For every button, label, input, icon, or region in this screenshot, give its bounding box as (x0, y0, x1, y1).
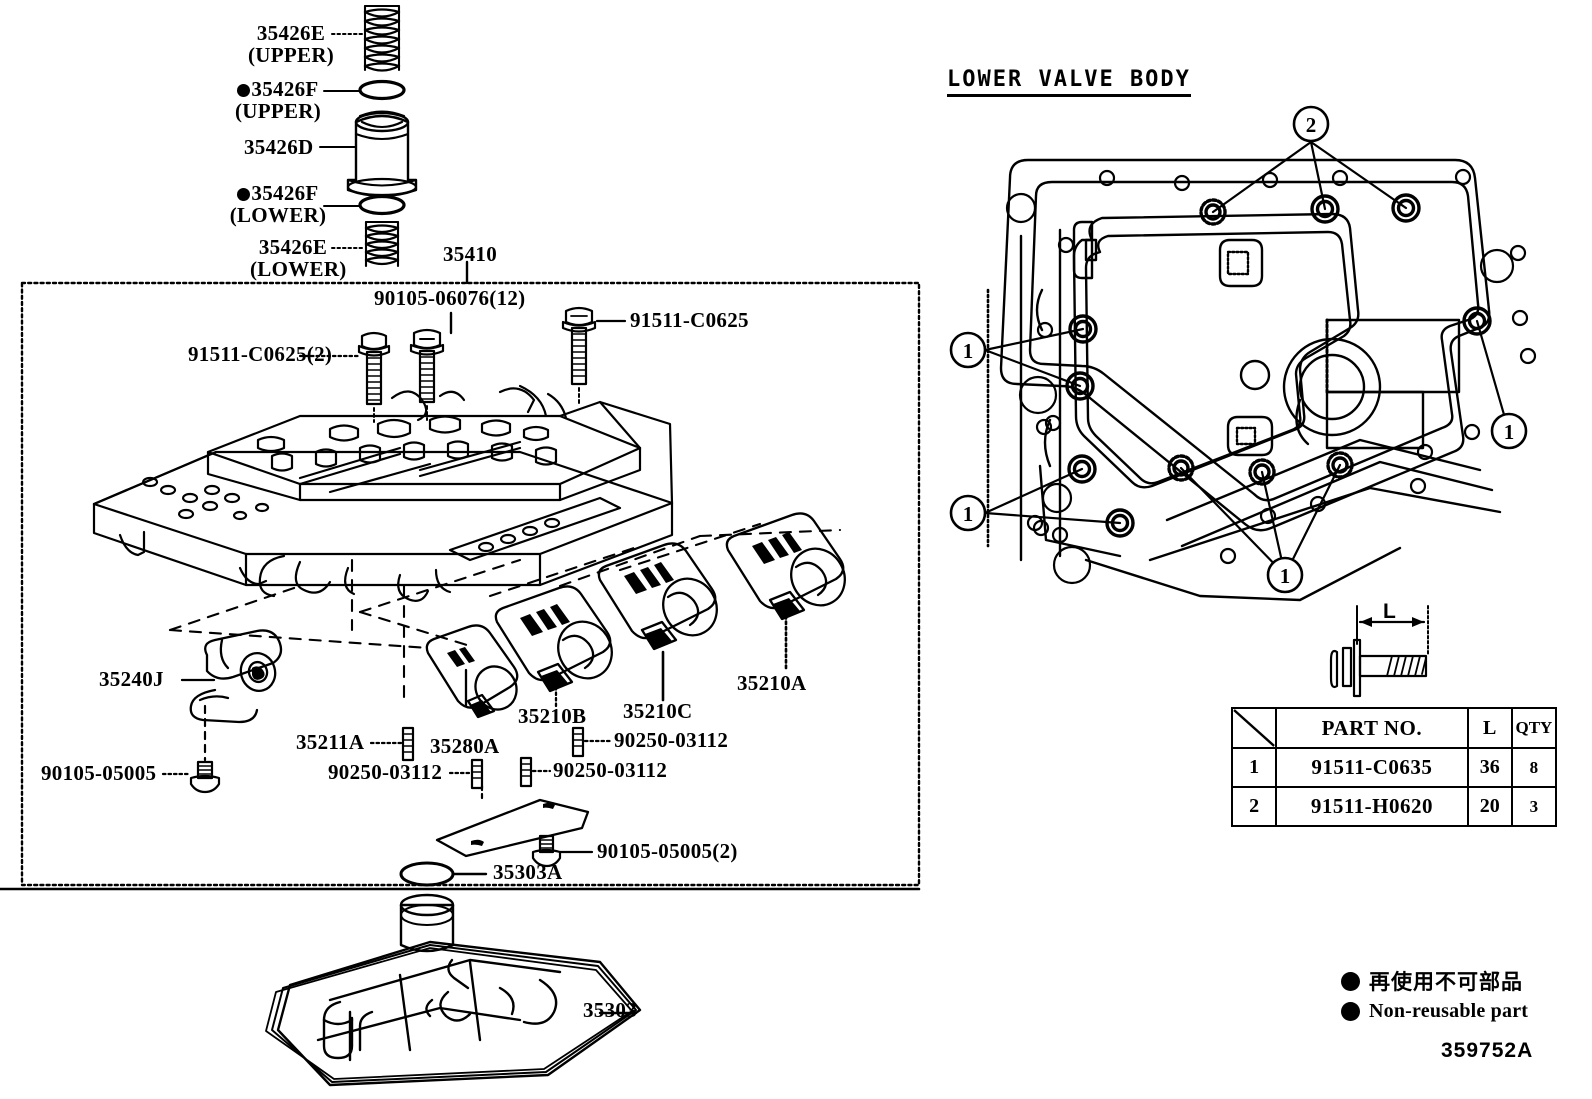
table-cell-qty-2: 3 (1510, 786, 1558, 827)
table-cell-part-no-2: 91511-H0620 (1275, 786, 1469, 827)
solenoid-35210B-icon (494, 585, 613, 693)
cover-plate-icon (435, 798, 590, 858)
legend-english-text: Non-reusable part (1369, 999, 1529, 1022)
label-35240J: 35240J (99, 667, 164, 691)
non-reusable-dot-icon-2 (237, 188, 251, 201)
diagram-id-code: 359752A (1441, 1039, 1534, 1062)
label-35410: 35410 (443, 242, 497, 266)
gasket-35303A-icon (399, 861, 455, 887)
label-90105-05005-2: 90105-05005(2) (597, 839, 738, 863)
section-title-lower-valve-body: LOWER VALVE BODY (947, 67, 1191, 97)
label-35426F-lower: 35426F (LOWER) (222, 182, 334, 226)
table-cell-index-2: 2 (1230, 786, 1278, 827)
label-35303A: 35303A (493, 860, 563, 884)
spring-lower-icon (364, 220, 400, 268)
table-header-part-no: PART NO. (1275, 707, 1469, 749)
callout-circles (949, 105, 1528, 594)
label-35426E-upper-name: 35426E (256, 21, 326, 45)
table-cell-length-1: 36 (1466, 747, 1513, 788)
explode-guides (168, 522, 842, 706)
label-35210C: 35210C (623, 699, 693, 723)
non-reusable-dot-icon-legend-en (1341, 1001, 1360, 1021)
pin-90250-03112-c-icon (470, 758, 484, 790)
label-35426E-lower-name: 35426E (258, 235, 328, 259)
label-90105-05005: 90105-05005 (41, 761, 157, 785)
label-35426E-upper-qualifier: (UPPER) (248, 43, 335, 68)
solenoid-35280A-icon (425, 624, 519, 719)
bolt-91511-C0625-icon (561, 306, 597, 405)
sleeve-icon (346, 110, 418, 198)
valve-body-assembly (92, 384, 674, 602)
label-35303: 35303 (583, 998, 637, 1022)
callout-circle-2 (1292, 105, 1330, 143)
callout-circle-1-lower-left (949, 494, 987, 532)
non-reusable-dot-icon (237, 84, 251, 97)
bolt-91511-C0625-2-icon (357, 331, 391, 423)
label-35426D-name: 35426D (244, 135, 314, 159)
label-91511-C0625: 91511-C0625 (630, 308, 749, 332)
bolt-seat-group (1065, 193, 1492, 538)
table-header-row: PART NO. L QTY (1230, 707, 1558, 749)
label-35426E-upper: 35426E (UPPER) (248, 22, 334, 66)
lower-valve-body-housing (986, 158, 1537, 602)
o-ring-upper-icon (358, 79, 406, 101)
o-ring-lower-icon (358, 194, 406, 216)
label-90105-06076: 90105-06076(12) (374, 286, 526, 310)
spring-upper-icon (363, 4, 401, 72)
label-35426F-lower-qualifier: (LOWER) (229, 203, 327, 228)
callout-1-number-upper-left: 1 (963, 339, 974, 363)
label-90250-03112-a: 90250-03112 (614, 728, 729, 752)
callout-circle-1-bottom (1266, 556, 1304, 594)
bolt-dimension-illustration (1329, 605, 1429, 698)
oil-filter-35303-icon (265, 893, 642, 1087)
label-35426E-lower-qualifier: (LOWER) (250, 257, 347, 282)
pin-35211A-icon (401, 726, 415, 762)
label-35426F-upper: 35426F (UPPER) (222, 78, 334, 122)
callout-1-number-right: 1 (1504, 420, 1515, 444)
legend: 再使用不可部品 Non-reusable part (1341, 966, 1528, 1026)
callout-circle-1-right (1490, 412, 1528, 450)
table-cell-length-2: 20 (1466, 786, 1513, 827)
label-dimension-L: L (1383, 600, 1397, 623)
bolt-parts-table: PART NO. L QTY 1 91511-C0635 36 8 2 9151… (1230, 707, 1558, 827)
pin-90250-03112-a-icon (571, 726, 585, 758)
callout-2-number: 2 (1306, 113, 1317, 137)
solenoid-35210A-icon (725, 512, 846, 621)
main-assembly-boundary (20, 281, 921, 887)
bolt-90105-05005-icon (189, 760, 221, 794)
callout-1-number-lower-left: 1 (963, 502, 974, 526)
bolt-90105-05005-2-icon (531, 834, 562, 868)
table-row: 2 91511-H0620 20 3 (1230, 786, 1558, 827)
label-35426F-lower-name: 35426F (251, 181, 319, 205)
solenoid-35210C-icon (597, 542, 718, 651)
label-91511-C0625-2: 91511-C0625(2) (188, 342, 333, 366)
table-cell-qty-1: 8 (1510, 747, 1558, 788)
bolt-90105-06076-icon (409, 328, 445, 421)
table-row: 1 91511-C0635 36 8 (1230, 747, 1558, 788)
legend-japanese-text: 再使用不可部品 (1369, 970, 1523, 994)
label-35426F-upper-qualifier: (UPPER) (234, 99, 322, 124)
label-90250-03112-b: 90250-03112 (553, 758, 668, 782)
label-35211A: 35211A (296, 730, 365, 754)
table-cell-index-1: 1 (1230, 747, 1278, 788)
label-35426D: 35426D (244, 135, 314, 160)
legend-row-japanese: 再使用不可部品 (1341, 966, 1528, 996)
solenoid-35240J-icon (189, 629, 283, 724)
label-35426E-lower: 35426E (LOWER) (250, 235, 346, 280)
table-cell-part-no-1: 91511-C0635 (1275, 747, 1469, 788)
pin-90250-03112-b-icon (519, 756, 533, 788)
diagonal-slash-icon (1233, 709, 1275, 747)
non-reusable-dot-icon-legend-jp (1341, 971, 1360, 991)
label-90250-03112-c: 90250-03112 (328, 760, 443, 784)
callout-circle-1-upper-left (949, 331, 987, 369)
table-corner-cell (1230, 707, 1278, 749)
table-header-qty: QTY (1510, 707, 1558, 749)
legend-row-english: Non-reusable part (1341, 996, 1528, 1026)
label-35210A: 35210A (737, 671, 807, 695)
label-35426F-upper-name: 35426F (251, 77, 319, 101)
label-35210B: 35210B (518, 704, 587, 728)
label-35280A: 35280A (430, 734, 500, 758)
callout-1-number-bottom: 1 (1280, 564, 1291, 588)
table-header-length: L (1466, 707, 1513, 749)
